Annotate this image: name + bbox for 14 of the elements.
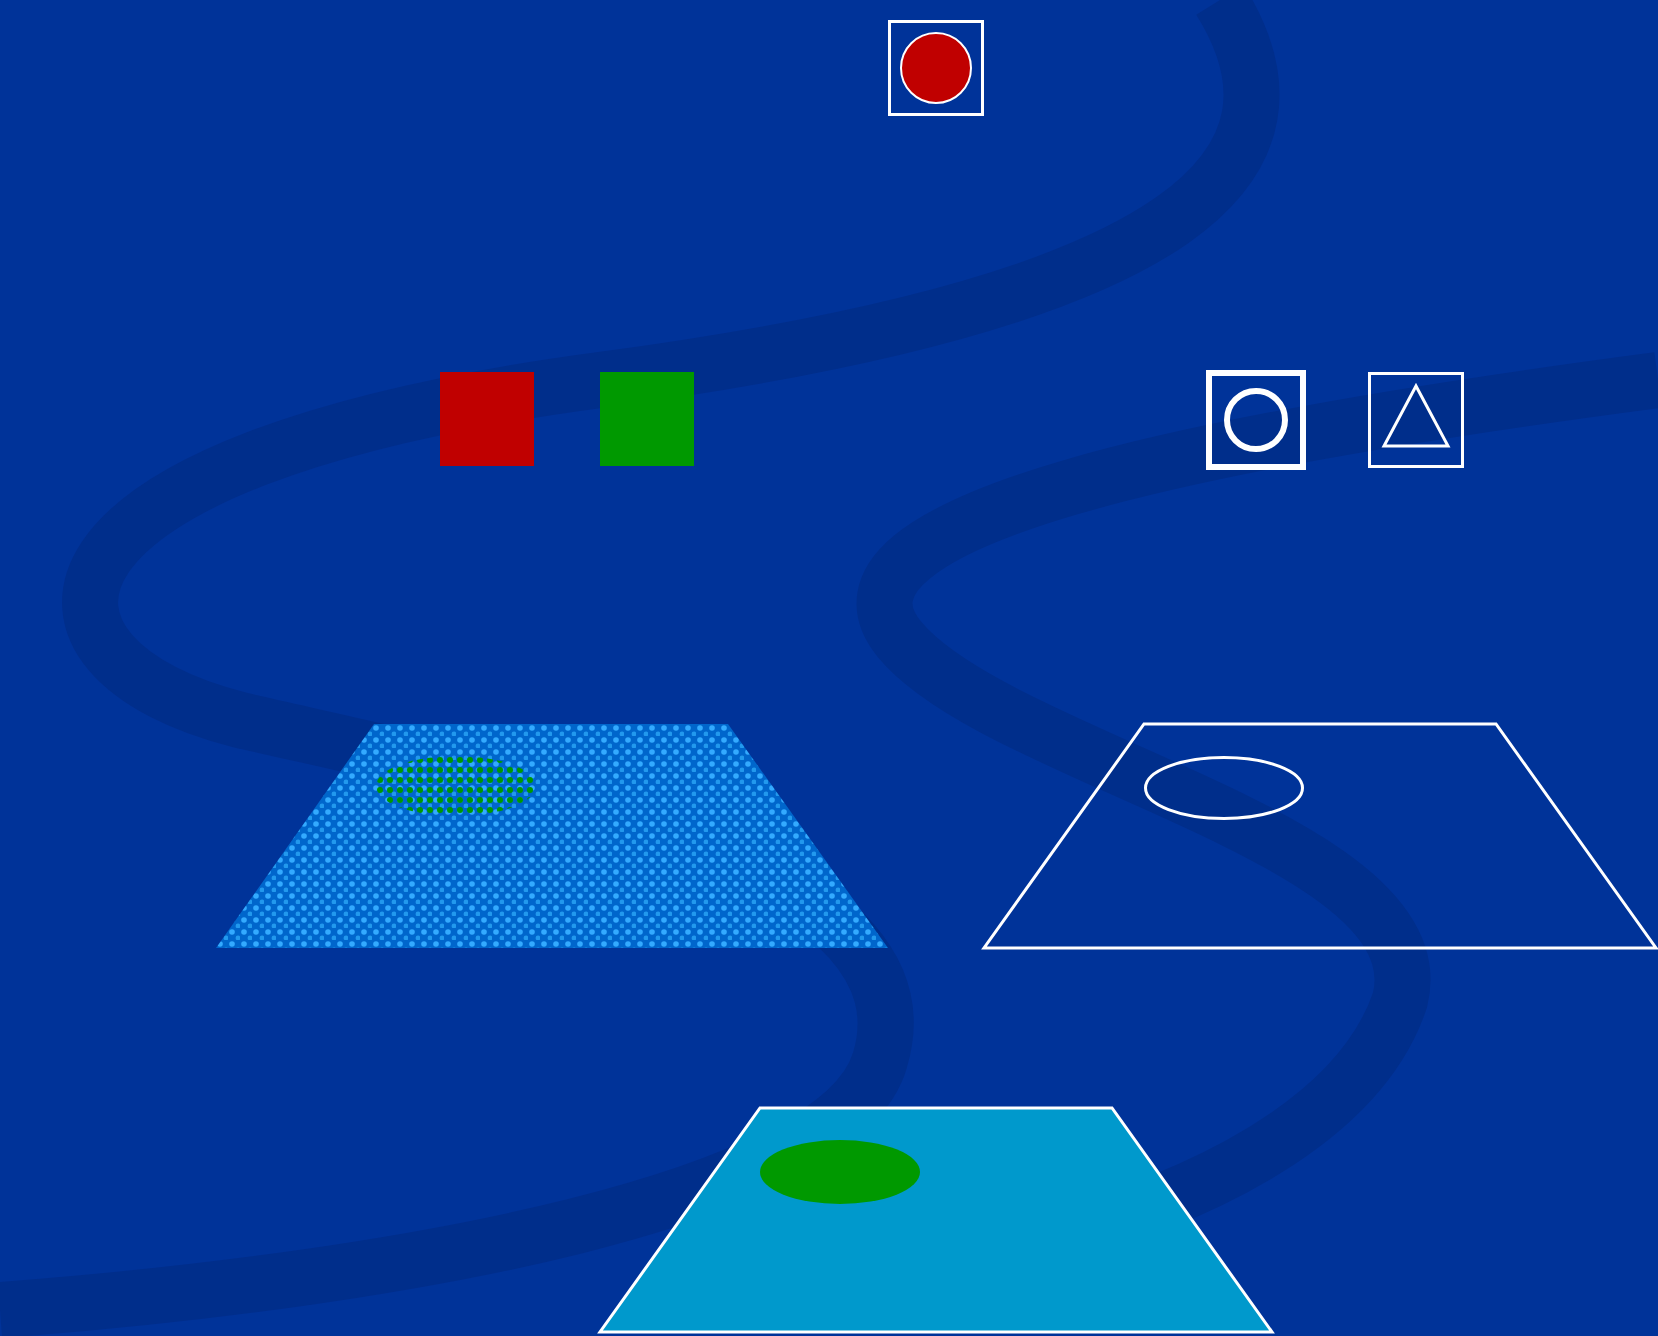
triangle-icon [1382, 384, 1450, 448]
dotted-trapezoid-plane [216, 724, 888, 948]
outline-ellipse [1144, 756, 1304, 820]
square-frame [1368, 372, 1464, 468]
square-tile [600, 372, 694, 466]
filled-ellipse [760, 1140, 920, 1204]
square-tile [440, 372, 534, 466]
dot-icon [900, 32, 972, 104]
dotted-ellipse [376, 756, 536, 816]
square-frame [888, 20, 984, 116]
ring-icon [1224, 388, 1288, 452]
square-frame [1206, 370, 1306, 470]
solid-trapezoid-plane [600, 1108, 1272, 1332]
outline-trapezoid-plane [984, 724, 1656, 948]
